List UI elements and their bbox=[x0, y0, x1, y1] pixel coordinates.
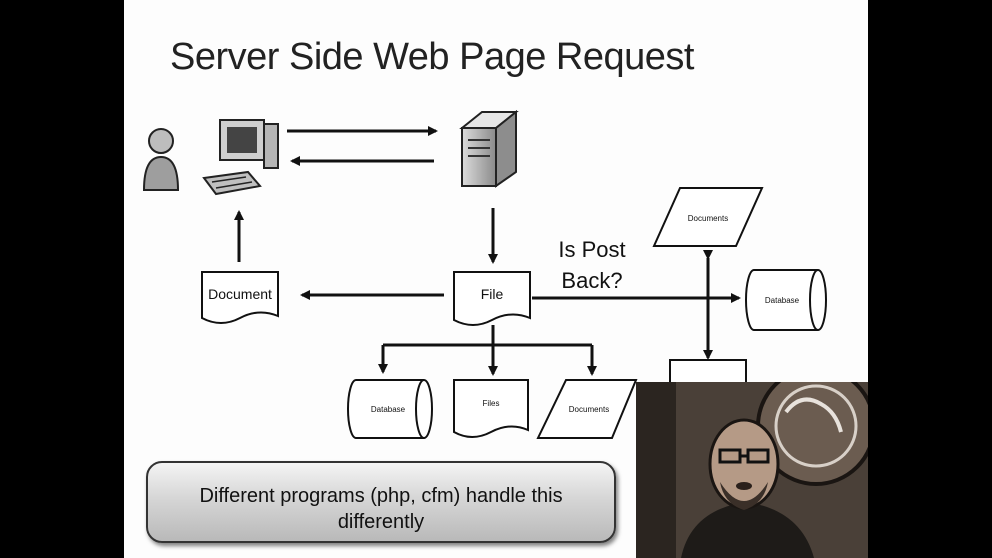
bottom-documents-shape: Documents bbox=[536, 379, 638, 439]
user-icon bbox=[142, 128, 180, 191]
postback-label-line2: Back? bbox=[561, 268, 622, 293]
bottom-database-shape: Database bbox=[347, 379, 433, 439]
bottom-database-label: Database bbox=[371, 405, 406, 414]
callout-box: Different programs (php, cfm) handle thi… bbox=[146, 461, 616, 543]
file-label: File bbox=[481, 286, 504, 302]
postback-label-line1: Is Post bbox=[558, 237, 625, 262]
file-shape: File bbox=[453, 271, 531, 326]
flow-diagram: Document File Is Post Back? Documents Da… bbox=[142, 109, 827, 439]
document-label: Document bbox=[208, 286, 272, 302]
server-icon bbox=[459, 109, 519, 188]
slide: Server Side Web Page Request bbox=[124, 0, 868, 558]
callout-text: Different programs (php, cfm) handle thi… bbox=[148, 483, 614, 535]
right-database-label: Database bbox=[765, 296, 800, 305]
bottom-files-shape: Files bbox=[453, 379, 529, 438]
bottom-documents-label: Documents bbox=[569, 405, 609, 414]
presenter-webcam-overlay bbox=[636, 382, 868, 558]
callout-line-2: differently bbox=[337, 511, 425, 533]
right-database-shape: Database bbox=[745, 269, 827, 331]
top-documents-label: Documents bbox=[688, 214, 728, 223]
bottom-files-label: Files bbox=[483, 399, 500, 408]
slide-title: Server Side Web Page Request bbox=[170, 36, 694, 78]
computer-icon bbox=[202, 119, 279, 196]
callout-line-1: Different programs (php, cfm) handle thi… bbox=[199, 485, 563, 507]
top-documents-shape: Documents bbox=[652, 187, 764, 247]
document-shape: Document bbox=[201, 271, 279, 324]
